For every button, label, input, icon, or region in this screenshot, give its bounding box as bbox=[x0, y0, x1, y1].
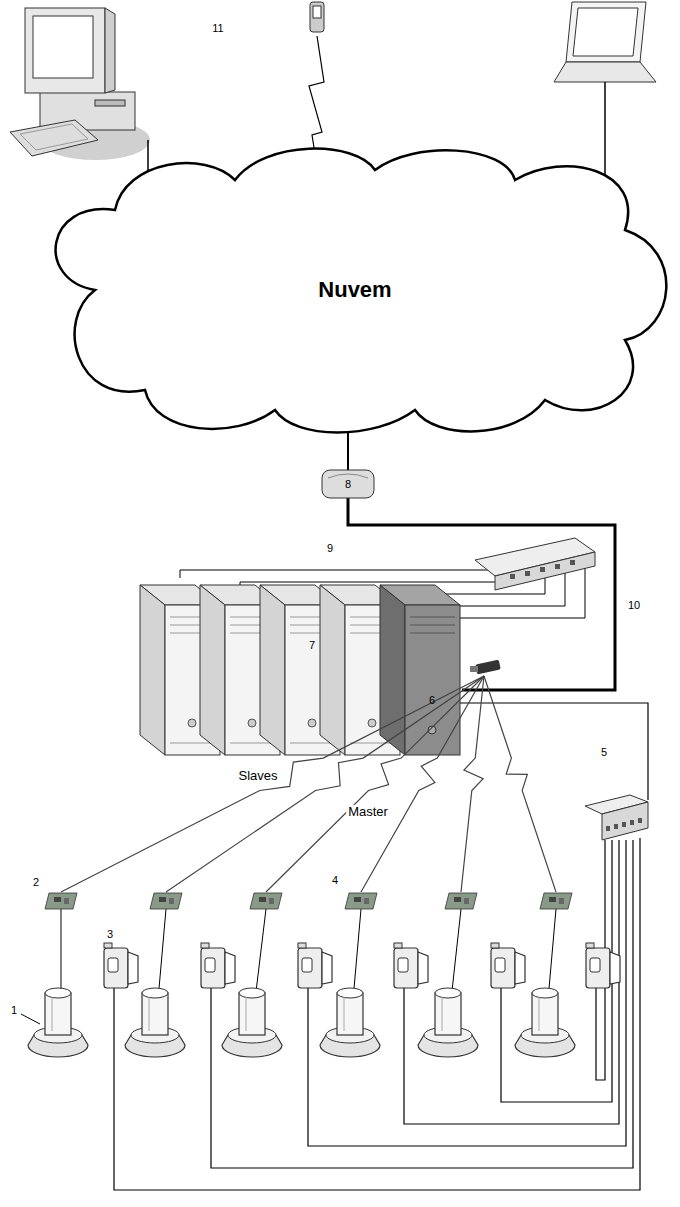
wireless-link bbox=[461, 676, 484, 892]
industrial-machine bbox=[125, 988, 185, 1057]
camera-cable bbox=[404, 840, 619, 1124]
desktop-computer bbox=[25, 8, 105, 93]
router bbox=[322, 470, 374, 498]
router bbox=[328, 474, 368, 478]
sensor-wire bbox=[61, 909, 556, 1000]
network-switch bbox=[555, 564, 560, 569]
sensor-wire bbox=[451, 909, 461, 1000]
sensor-wire bbox=[548, 909, 556, 1000]
camera-hub bbox=[614, 824, 618, 829]
router bbox=[322, 470, 374, 498]
network-switch bbox=[570, 560, 575, 565]
sensor-board bbox=[540, 893, 572, 909]
callout-number: 6 bbox=[427, 694, 437, 706]
wireless-dongle bbox=[475, 660, 501, 675]
wireless-link bbox=[266, 676, 484, 892]
industrial-machine bbox=[320, 988, 380, 1057]
wireless-link bbox=[484, 676, 556, 892]
sensor-wire bbox=[353, 909, 361, 1000]
camera-hub bbox=[602, 802, 648, 840]
camera-hub bbox=[630, 820, 634, 825]
video-camera bbox=[586, 943, 620, 988]
sensor-wire bbox=[255, 909, 266, 1000]
desktop-computer bbox=[10, 8, 150, 160]
callout-number: 3 bbox=[105, 928, 115, 940]
camera-cable bbox=[211, 840, 633, 1168]
industrial-machine bbox=[222, 988, 282, 1057]
video-camera bbox=[298, 943, 332, 988]
camera-cable bbox=[308, 840, 626, 1146]
industrial-machine bbox=[515, 988, 575, 1057]
wireless-link bbox=[61, 676, 556, 892]
switch-cable bbox=[180, 570, 505, 585]
industrial-machine bbox=[418, 988, 478, 1057]
callout-number: 8 bbox=[343, 478, 353, 490]
master-server bbox=[380, 585, 405, 755]
laptop-computer bbox=[566, 2, 646, 62]
cloud-label: Nuvem bbox=[318, 277, 391, 303]
group-label: Slaves bbox=[236, 769, 279, 783]
camera-cable bbox=[460, 703, 648, 800]
sensor-board bbox=[445, 893, 477, 909]
callout-number: 10 bbox=[626, 599, 642, 611]
camera-hub bbox=[585, 795, 648, 840]
master-server bbox=[380, 585, 460, 755]
callout-number: 7 bbox=[307, 639, 317, 651]
master-server bbox=[410, 625, 455, 626]
callout-number: 2 bbox=[31, 876, 41, 888]
group-label: Master bbox=[346, 805, 390, 819]
network-switch bbox=[540, 567, 545, 572]
sensor-board bbox=[150, 893, 182, 909]
camera-hub bbox=[622, 822, 626, 827]
video-camera bbox=[104, 943, 138, 988]
sensor-board bbox=[250, 893, 282, 909]
sensor-wire bbox=[158, 909, 166, 1000]
mobile-phone bbox=[310, 2, 324, 32]
master-server bbox=[410, 617, 455, 618]
camera-hub bbox=[638, 818, 642, 823]
wireless-dongle bbox=[470, 660, 501, 675]
switch-cable bbox=[440, 568, 585, 626]
master-server bbox=[410, 633, 455, 634]
desktop-computer bbox=[10, 120, 98, 156]
laptop-computer bbox=[573, 8, 638, 56]
network-switch bbox=[475, 538, 595, 590]
network-switch bbox=[510, 574, 515, 579]
cloud-outline bbox=[56, 149, 667, 433]
wireless-link bbox=[61, 676, 484, 892]
camera-cable bbox=[114, 838, 640, 1190]
wireless-dongle bbox=[470, 666, 478, 672]
sensor-board bbox=[345, 893, 377, 909]
cloud-shape: Nuvem bbox=[35, 140, 675, 440]
video-camera bbox=[201, 943, 235, 988]
sensor-wire bbox=[61, 909, 62, 1000]
wireless-link bbox=[166, 676, 484, 892]
sensor-board bbox=[45, 893, 77, 909]
wireless-link bbox=[361, 676, 484, 892]
mobile-phone bbox=[313, 6, 321, 18]
callout-number: 4 bbox=[330, 874, 340, 886]
desktop-computer bbox=[20, 124, 88, 150]
camera-cable bbox=[114, 838, 640, 1190]
video-camera bbox=[491, 943, 525, 988]
callout-number: 9 bbox=[325, 542, 335, 554]
video-camera bbox=[394, 943, 428, 988]
laptop-computer bbox=[554, 2, 656, 82]
desktop-computer bbox=[105, 8, 115, 93]
laptop-computer bbox=[554, 62, 656, 82]
camera-hub bbox=[606, 826, 610, 831]
desktop-computer bbox=[95, 100, 125, 106]
network-switch bbox=[495, 552, 595, 590]
callout-number: 5 bbox=[599, 746, 609, 758]
desktop-computer bbox=[33, 16, 93, 78]
leader-line bbox=[21, 1014, 40, 1024]
callout-number: 1 bbox=[9, 1004, 19, 1016]
callout-number: 11 bbox=[210, 22, 225, 34]
network-switch bbox=[525, 571, 530, 576]
